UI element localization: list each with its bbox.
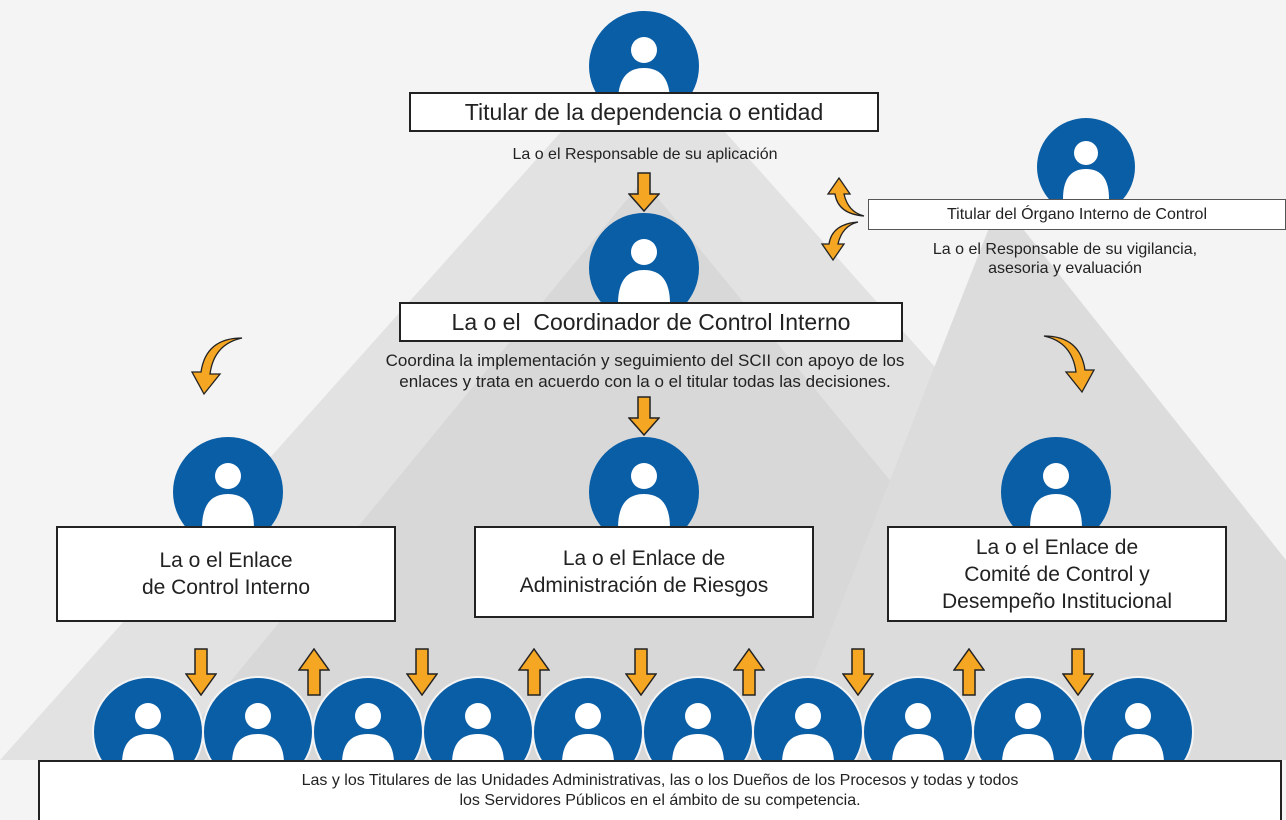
oic-title: Titular del Órgano Interno de Control [947, 205, 1207, 223]
person-avatar-icon [1082, 676, 1194, 769]
person-avatar-icon [173, 437, 283, 528]
titular-avatar [588, 10, 700, 107]
link-avatar-1 [172, 436, 284, 533]
arrow-down-icon [405, 648, 439, 701]
oic-subtitle: La o el Responsable de su vigilancia, as… [880, 240, 1250, 278]
coordinator-desc: Coordina la implementación y seguimiento… [270, 350, 1020, 392]
link-box-riesgos: La o el Enlace de Administración de Ries… [474, 526, 814, 618]
arrow-down-icon [624, 648, 658, 701]
arrow-down-icon [627, 172, 661, 217]
person-avatar-icon [752, 676, 864, 769]
coordinator-box: La o el Coordinador de Control Interno [399, 302, 903, 342]
curved-arrow-down-icon [820, 220, 862, 267]
curved-arrow-left-icon [190, 336, 244, 401]
link-1-line2: de Control Interno [141, 576, 311, 599]
titular-title: Titular de la dependencia o entidad [464, 98, 824, 125]
link-3-line3: Desempeño Institucional [942, 589, 1172, 613]
link-2-line2: Administración de Riesgos [519, 574, 769, 597]
link-avatar-3 [1000, 436, 1112, 533]
base-line2: los Servidores Públicos en el ámbito de … [459, 792, 861, 809]
link-2-line1: La o el Enlace de [562, 547, 726, 570]
arrow-up-icon [952, 647, 986, 701]
person-avatar-icon [422, 676, 534, 769]
link-box-control-interno: La o el Enlace de Control Interno [56, 526, 396, 622]
link-box-comite: La o el Enlace de Comité de Control y De… [887, 526, 1227, 622]
base-box: Las y los Titulares de las Unidades Admi… [38, 760, 1282, 820]
coordinator-desc-line2: enlaces y trata en acuerdo con la o el t… [399, 372, 891, 391]
coordinator-title: La o el Coordinador de Control Interno [451, 308, 851, 335]
person-avatar-icon [532, 676, 644, 769]
arrow-up-icon [297, 647, 331, 701]
curved-arrow-up-icon [826, 176, 868, 223]
arrow-down-icon [1061, 648, 1095, 701]
person-avatar-icon [92, 676, 204, 769]
arrow-up-icon [517, 647, 551, 701]
person-avatar-icon [589, 437, 699, 528]
person-avatar-icon [312, 676, 424, 769]
person-avatar-icon [1037, 118, 1135, 199]
link-3-line2: Comité de Control y [964, 562, 1150, 586]
titular-subtitle: La o el Responsable de su aplicación [512, 146, 778, 163]
person-avatar-icon [589, 11, 699, 102]
person-avatar-icon [1001, 437, 1111, 528]
link-1-line1: La o el Enlace [159, 549, 293, 572]
coordinator-desc-line1: Coordina la implementación y seguimiento… [385, 351, 905, 370]
person-avatar-icon [642, 676, 754, 769]
link-avatar-2 [588, 436, 700, 533]
person-avatar-icon [972, 676, 1084, 769]
curved-arrow-right-icon [1042, 334, 1096, 399]
coordinator-avatar [588, 212, 700, 309]
oic-avatar [1036, 117, 1136, 204]
person-avatar-icon [862, 676, 974, 769]
oic-subtitle-line2: asesoria y evaluación [988, 260, 1142, 277]
oic-box: Titular del Órgano Interno de Control [868, 199, 1286, 230]
person-avatar-icon [202, 676, 314, 769]
arrow-down-icon [841, 648, 875, 701]
oic-subtitle-line1: La o el Responsable de su vigilancia, [932, 241, 1198, 258]
person-avatar-icon [589, 213, 699, 304]
arrow-down-icon [184, 648, 218, 701]
arrow-up-icon [732, 647, 766, 701]
titular-box: Titular de la dependencia o entidad [409, 92, 879, 132]
base-line1: Las y los Titulares de las Unidades Admi… [301, 772, 1019, 789]
link-3-line1: La o el Enlace de [975, 535, 1139, 559]
arrow-down-icon [627, 396, 661, 441]
